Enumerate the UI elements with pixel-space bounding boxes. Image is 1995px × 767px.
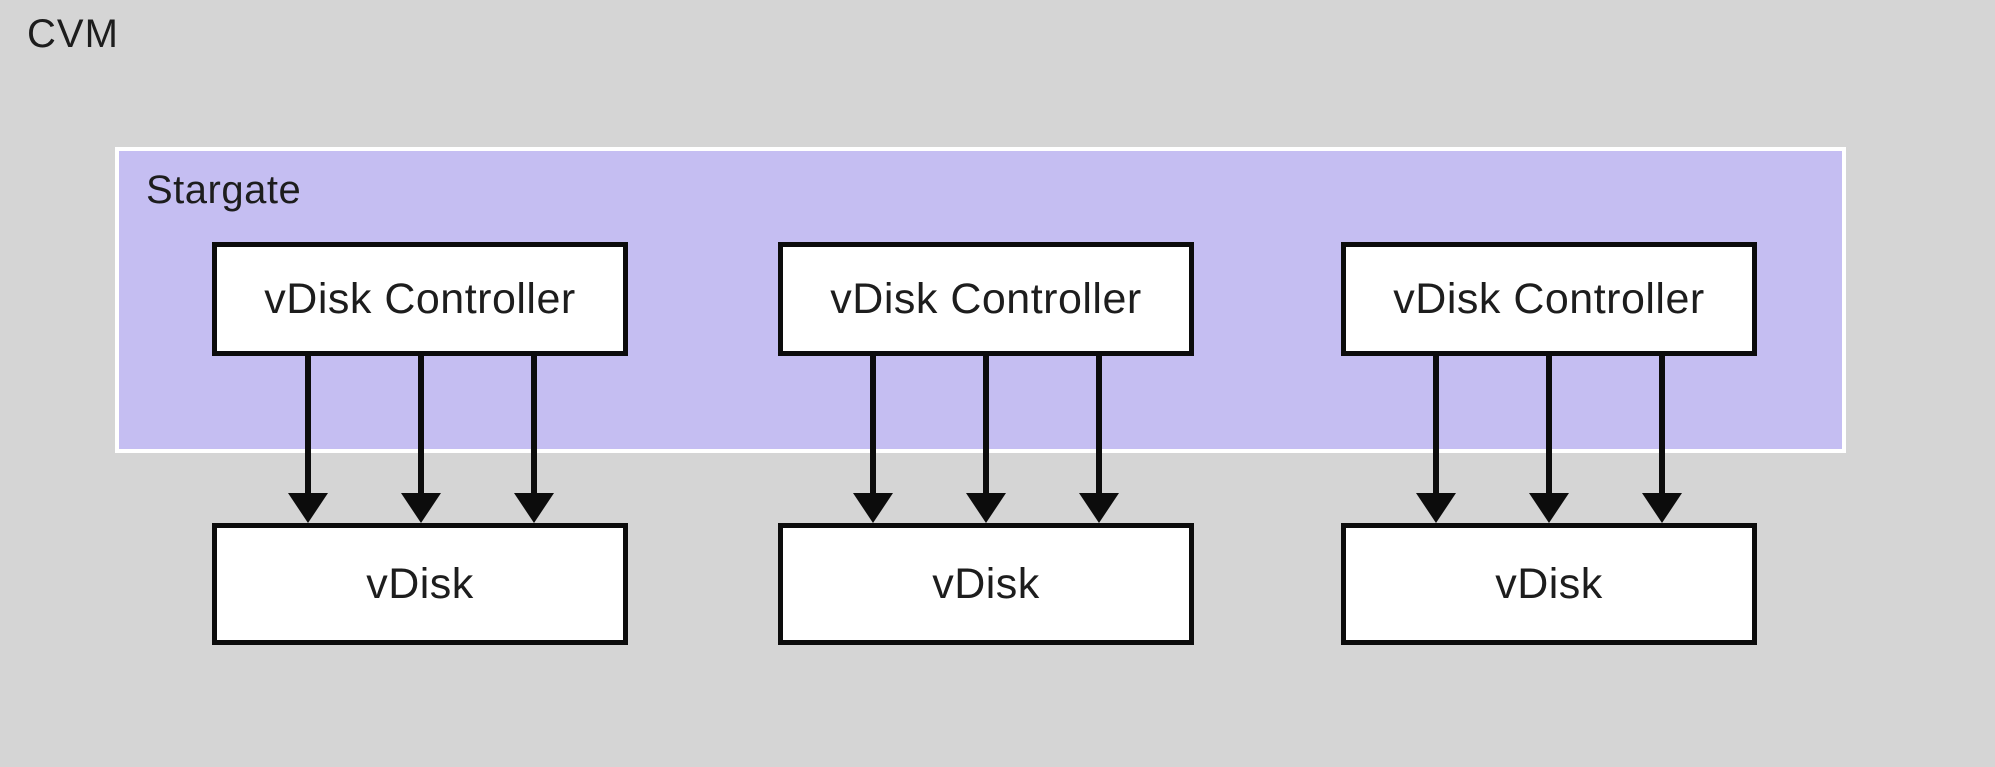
arrow-connector — [288, 356, 328, 523]
arrow-head-icon — [966, 493, 1006, 523]
arrow-head-icon — [1416, 493, 1456, 523]
cvm-label: CVM — [27, 12, 119, 56]
arrow-connector — [1642, 356, 1682, 523]
vdisk-box-1: vDisk — [212, 523, 628, 645]
arrow-line — [983, 356, 989, 496]
arrow-head-icon — [514, 493, 554, 523]
arrow-line — [1096, 356, 1102, 496]
arrow-line — [1546, 356, 1552, 496]
arrow-connector — [514, 356, 554, 523]
arrow-connector — [1416, 356, 1456, 523]
arrow-connector — [1529, 356, 1569, 523]
vdisk-label: vDisk — [932, 559, 1040, 608]
vdisk-box-2: vDisk — [778, 523, 1194, 645]
arrow-connector — [853, 356, 893, 523]
arrow-line — [1433, 356, 1439, 496]
arrow-head-icon — [1529, 493, 1569, 523]
arrow-line — [305, 356, 311, 496]
vdisk-controller-box-2: vDisk Controller — [778, 242, 1194, 356]
arrow-connector — [1079, 356, 1119, 523]
vdisk-controller-box-1: vDisk Controller — [212, 242, 628, 356]
arrow-head-icon — [1079, 493, 1119, 523]
arrow-head-icon — [401, 493, 441, 523]
arrow-line — [870, 356, 876, 496]
arrow-connector — [966, 356, 1006, 523]
arrow-line — [531, 356, 537, 496]
vdisk-box-3: vDisk — [1341, 523, 1757, 645]
vdisk-label: vDisk — [1495, 559, 1603, 608]
vdisk-controller-label: vDisk Controller — [1393, 274, 1705, 323]
arrow-head-icon — [288, 493, 328, 523]
vdisk-controller-label: vDisk Controller — [264, 274, 576, 323]
vdisk-label: vDisk — [366, 559, 474, 608]
arrow-line — [418, 356, 424, 496]
arrow-connector — [401, 356, 441, 523]
stargate-label: Stargate — [146, 168, 302, 212]
arrow-head-icon — [853, 493, 893, 523]
vdisk-controller-box-3: vDisk Controller — [1341, 242, 1757, 356]
vdisk-controller-label: vDisk Controller — [830, 274, 1142, 323]
arrow-head-icon — [1642, 493, 1682, 523]
arrow-line — [1659, 356, 1665, 496]
